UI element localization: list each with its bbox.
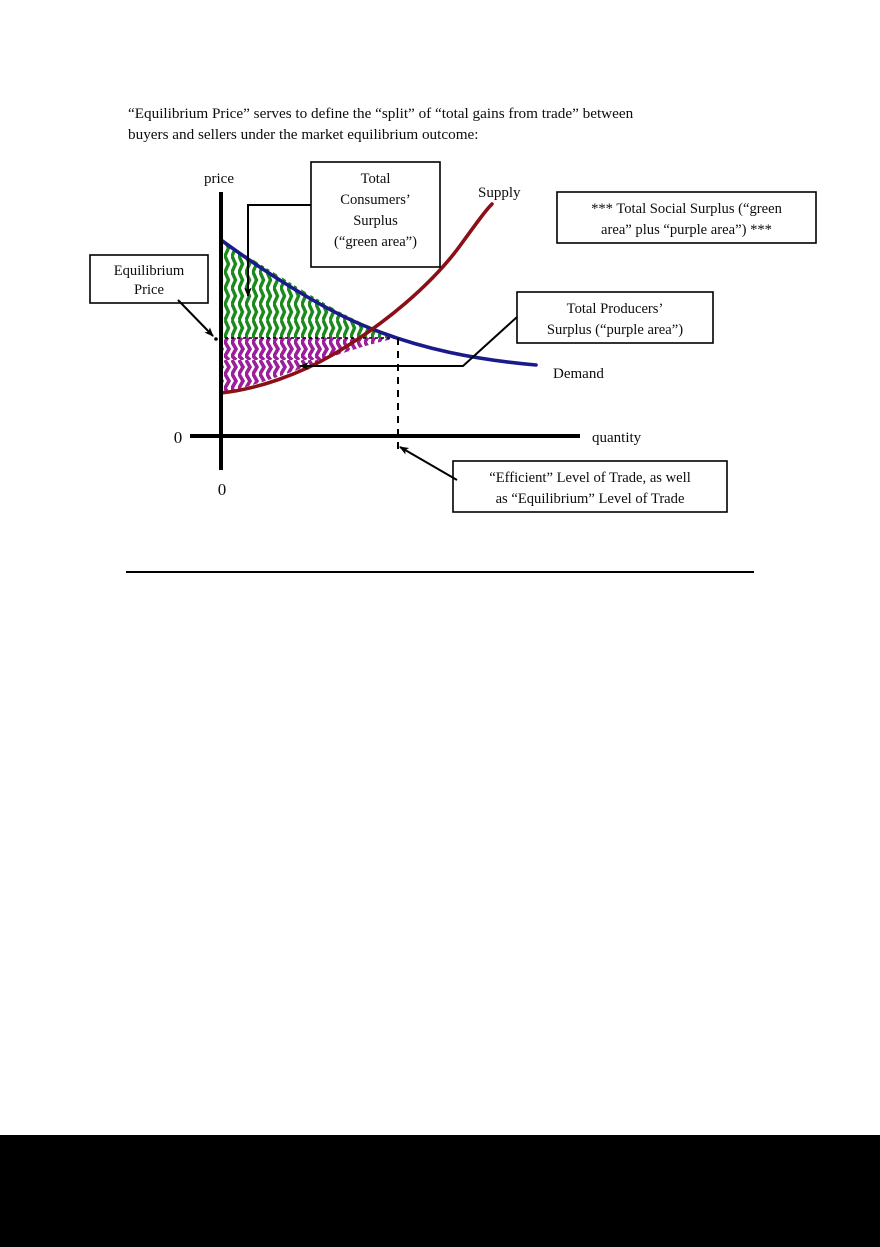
producers-surplus-line-2: Surplus (“purple area”) <box>547 322 683 338</box>
intro-line-1: “Equilibrium Price” serves to define the… <box>128 105 634 122</box>
consumers-surplus-line-4: (“green area”) <box>334 234 417 250</box>
callout-producers-surplus: Total Producers’ Surplus (“purple area”) <box>299 291 714 370</box>
consumers-surplus-line-1: Total <box>361 171 391 187</box>
equilibrium-price-line-1: Equilibrium <box>114 263 185 279</box>
producers-surplus-line-1: Total Producers’ <box>567 301 664 317</box>
horizontal-rule <box>126 571 754 573</box>
price-axis-label: price <box>204 171 234 187</box>
equilibrium-price-line-2: Price <box>134 282 164 298</box>
consumers-surplus-line-3: Surplus <box>353 213 398 229</box>
origin-zero-label-x: 0 <box>218 480 227 499</box>
callout-consumers-surplus: Total Consumers’ Surplus (“green area”) <box>244 161 441 297</box>
total-social-surplus-line-1: *** Total Social Surplus (“green <box>591 201 783 217</box>
supply-curve <box>219 202 494 395</box>
callout-equilibrium-price: Equilibrium Price <box>89 254 214 337</box>
supply-curve-label: Supply <box>478 185 521 201</box>
consumers-surplus-line-2: Consumers’ <box>340 192 411 208</box>
efficient-trade-connector <box>399 446 458 481</box>
equilibrium-price-tick <box>214 337 218 341</box>
efficient-trade-line-2: as “Equilibrium” Level of Trade <box>496 491 685 507</box>
consumers-surplus-connector <box>244 204 311 297</box>
callout-efficient-level-of-trade: “Efficient” Level of Trade, as well as “… <box>399 446 728 513</box>
intro-line-2: buyers and sellers under the market equi… <box>128 126 479 143</box>
callout-total-social-surplus: *** Total Social Surplus (“green area” p… <box>556 191 817 244</box>
page-footer-band <box>0 1135 880 1247</box>
origin-zero-label-y: 0 <box>174 428 183 447</box>
intro-paragraph: “Equilibrium Price” serves to define the… <box>128 103 753 145</box>
demand-curve <box>219 238 538 367</box>
efficient-trade-line-1: “Efficient” Level of Trade, as well <box>489 470 691 486</box>
quantity-axis-label: quantity <box>592 430 642 446</box>
equilibrium-price-connector <box>177 299 214 337</box>
supply-demand-figure: price quantity 0 0 Supply Demand Total C… <box>89 161 817 513</box>
total-social-surplus-line-2: area” plus “purple area”) *** <box>601 222 772 238</box>
producers-surplus-connector <box>299 316 518 370</box>
demand-curve-label: Demand <box>553 366 604 382</box>
